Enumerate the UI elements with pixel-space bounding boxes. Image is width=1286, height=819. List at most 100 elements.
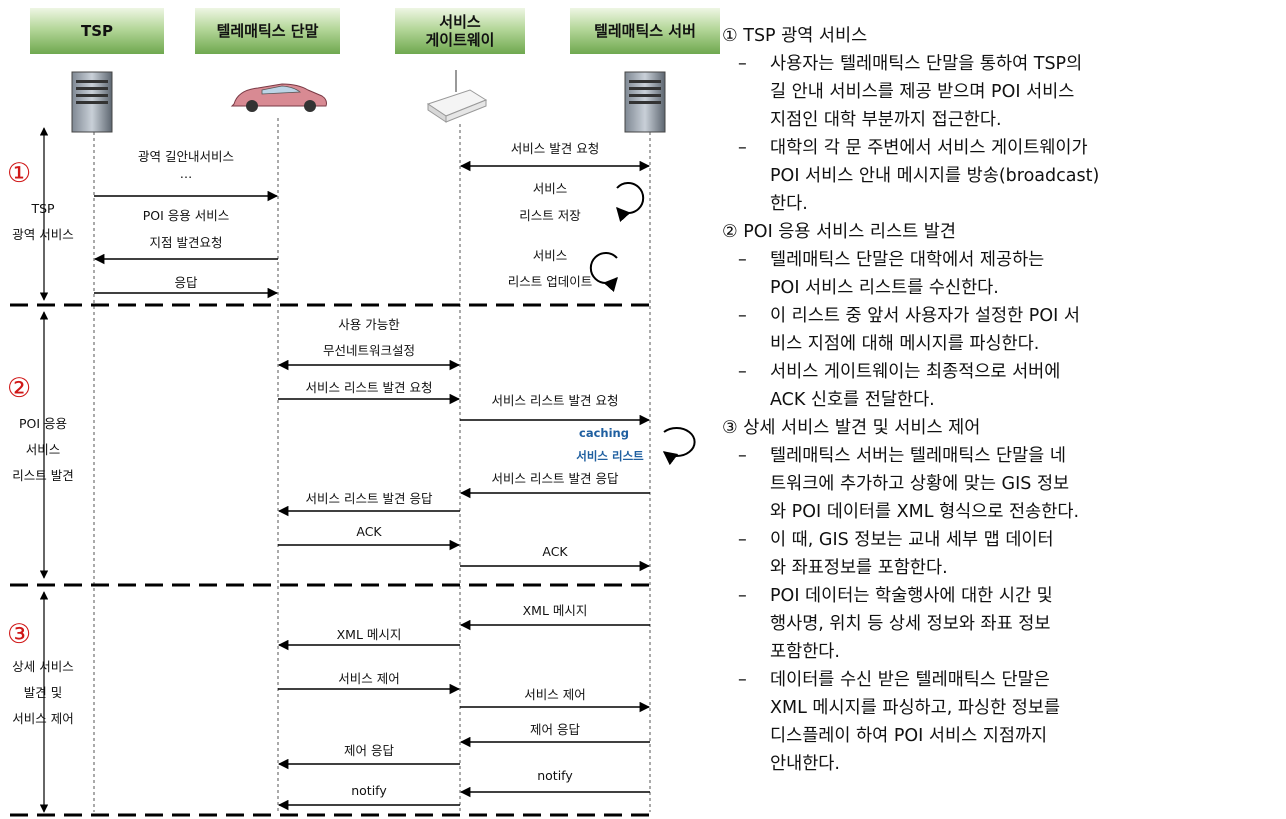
label-ctrl-resp-left: 제어 응답: [344, 743, 394, 758]
desc-s1-bullet-2: – 대학의 각 문 주변에서 서비스 게이트웨이가 POI 서비스 안내 메시지를 …: [722, 134, 1274, 218]
desc-s2-b3-line1: 서비스 게이트웨이는 최종적으로 서버에: [770, 362, 1061, 382]
label-list-discover-req-left: 서비스 리스트 발견 요청: [305, 380, 433, 395]
section-3-label: 상세 서비스 발견 및 서비스 제어: [0, 654, 86, 732]
desc-s2-b2-line2: 비스 지점에 대해 메시지를 파싱한다.: [770, 334, 1040, 354]
section-1-label-line2: 광역 서비스: [12, 227, 74, 242]
label-caching: caching: [579, 426, 629, 440]
label-wireless-2: 무선네트워크설정: [322, 343, 415, 358]
label-svc-ctrl-left: 서비스 제어: [338, 671, 400, 686]
label-notify-right: notify: [537, 768, 573, 783]
header-tsp: TSP: [30, 8, 164, 54]
desc-s2-b3-line2: ACK 신호를 전달한다.: [770, 390, 935, 410]
desc-s1-b1-line3: 지점인 대학 부분까지 접근한다.: [770, 110, 1002, 130]
section-1-number: ①: [7, 158, 32, 189]
desc-s3-b2-line2: 와 좌표정보를 포함한다.: [770, 558, 948, 578]
label-list-discover-resp-left: 서비스 리스트 발견 응답: [305, 491, 433, 506]
header-gateway: 서비스 게이트웨이: [395, 8, 525, 54]
desc-section-3-heading: ③ 상세 서비스 발견 및 서비스 제어: [722, 418, 981, 438]
desc-s1-b1-line1: 사용자는 텔레매틱스 단말을 통하여 TSP의: [770, 54, 1083, 74]
self-loop-caching: [662, 427, 696, 466]
label-ctrl-resp-right: 제어 응답: [530, 722, 580, 737]
desc-s3-b1-line3: 와 POI 데이터를 XML 형식으로 전송한다.: [770, 502, 1080, 522]
desc-s3-b4-line1: 데이터를 수신 받은 텔레매틱스 단말은: [770, 670, 1050, 690]
section-2-label: POI 응용 서비스 리스트 발견: [0, 411, 86, 489]
section-3-label-line1: 상세 서비스: [12, 659, 74, 674]
sequence-diagram: TSP 텔레매틱스 단말 서비스 게이트웨이 텔레매틱스 서버: [0, 8, 720, 817]
section-3-label-line2: 발견 및: [23, 685, 63, 700]
desc-s2-b2-line1: 이 리스트 중 앞서 사용자가 설정한 POI 서: [770, 306, 1080, 326]
bullet-dash: –: [738, 670, 747, 690]
label-list-discover-req-right: 서비스 리스트 발견 요청: [491, 393, 619, 408]
section-3-number: ③: [7, 619, 32, 650]
desc-s3-b1-line1: 텔레매틱스 서버는 텔레매틱스 단말을 네: [770, 446, 1066, 466]
section-2-number: ②: [7, 373, 32, 404]
desc-s3-b4-line4: 안내한다.: [770, 754, 840, 774]
header-terminal: 텔레매틱스 단말: [195, 8, 340, 54]
desc-section-1-heading: ① TSP 광역 서비스: [722, 26, 868, 46]
header-gateway-line2: 게이트웨이: [425, 31, 495, 49]
bullet-dash: –: [738, 446, 747, 466]
label-svc-list-update-1: 서비스: [532, 248, 568, 263]
section-3-label-line3: 서비스 제어: [12, 711, 74, 726]
label-svc-discover-req: 서비스 발견 요청: [510, 141, 600, 156]
self-loop-list-update: [589, 252, 618, 293]
label-wireless-1: 사용 가능한: [338, 317, 400, 332]
section-2-label-line1: POI 응용: [18, 416, 68, 431]
desc-section-2-heading: ② POI 응용 서비스 리스트 발견: [722, 222, 956, 242]
label-poi-app: POI 응용 서비스: [142, 208, 230, 223]
desc-s2-bullet-1: – 텔레매틱스 단말은 대학에서 제공하는 POI 서비스 리스트를 수신한다.: [722, 246, 1274, 302]
gateway-router-icon: [426, 70, 488, 123]
label-xml-left: XML 메시지: [336, 627, 402, 642]
desc-s1-b2-line2: POI 서비스 안내 메시지를 방송(broadcast): [770, 166, 1100, 186]
label-svc-list-update-2: 리스트 업데이트: [507, 274, 593, 289]
desc-s3-b4-line2: XML 메시지를 파싱하고, 파싱한 정보를: [770, 698, 1061, 718]
header-server: 텔레매틱스 서버: [570, 8, 720, 54]
label-response: 응답: [174, 275, 198, 290]
server-icon-telematics: [624, 71, 666, 133]
label-ack-left: ACK: [356, 524, 382, 539]
desc-s2-b1-line1: 텔레매틱스 단말은 대학에서 제공하는: [770, 250, 1045, 270]
section-1-label-line1: TSP: [31, 201, 55, 216]
label-svc-list-save-2: 리스트 저장: [519, 208, 581, 223]
bullet-dash: –: [738, 250, 747, 270]
desc-s3-b4-line3: 디스플레이 하여 POI 서비스 지점까지: [770, 726, 1048, 746]
desc-s3-b3-line2: 행사명, 위치 등 상세 정보와 좌표 정보: [770, 614, 1051, 634]
label-poi-find-req: 지점 발견요청: [149, 235, 223, 250]
desc-s2-b1-line2: POI 서비스 리스트를 수신한다.: [770, 278, 999, 298]
bullet-dash: –: [738, 362, 747, 382]
car-icon: [230, 83, 327, 112]
desc-s1-b2-line1: 대학의 각 문 주변에서 서비스 게이트웨이가: [770, 138, 1088, 158]
label-ellipsis: …: [179, 166, 193, 181]
section-2-label-line2: 서비스: [25, 442, 61, 457]
label-notify-left: notify: [351, 783, 387, 798]
label-wide-nav: 광역 길안내서비스: [138, 149, 234, 164]
desc-s3-b1-line2: 트워크에 추가하고 상황에 맞는 GIS 정보: [770, 474, 1070, 494]
section-2-label-line3: 리스트 발견: [12, 468, 74, 483]
label-svc-ctrl-right: 서비스 제어: [524, 687, 586, 702]
bullet-dash: –: [738, 530, 747, 550]
section-1-label: TSP 광역 서비스: [0, 196, 86, 248]
label-xml-right: XML 메시지: [522, 603, 588, 618]
bullet-dash: –: [738, 54, 747, 74]
desc-s1-b2-line3: 한다.: [770, 194, 808, 214]
label-svc-list-save-1: 서비스: [532, 181, 568, 196]
desc-s3-bullet-4: – 데이터를 수신 받은 텔레매틱스 단말은 XML 메시지를 파싱하고, 파싱한 …: [722, 666, 1274, 778]
desc-s3-b3-line1: POI 데이터는 학술행사에 대한 시간 및: [770, 586, 1053, 606]
bullet-dash: –: [738, 138, 747, 158]
desc-s1-b1-line2: 길 안내 서비스를 제공 받으며 POI 서비스: [770, 82, 1075, 102]
label-list-discover-resp-right: 서비스 리스트 발견 응답: [491, 471, 619, 486]
desc-s2-bullet-3: – 서비스 게이트웨이는 최종적으로 서버에 ACK 신호를 전달한다.: [722, 358, 1274, 414]
self-loop-list-save: [616, 182, 645, 223]
bullet-dash: –: [738, 306, 747, 326]
desc-s3-b3-line3: 포함한다.: [770, 642, 840, 662]
bullet-dash: –: [738, 586, 747, 606]
header-gateway-line1: 서비스: [439, 13, 481, 31]
label-svc-list-cached: 서비스 리스트: [576, 449, 644, 463]
server-icon-tsp: [71, 71, 113, 133]
